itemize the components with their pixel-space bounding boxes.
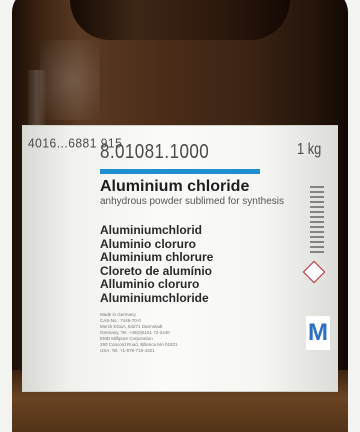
brand-logo: M — [306, 316, 330, 350]
manufacturer-fine-print: Made in Germany CAS-No.: 7446-70-0 Merck… — [100, 312, 178, 353]
package-quantity: 1 kg — [296, 141, 321, 158]
translation-item: Aluminio cloruro — [100, 236, 196, 251]
product-number: 8.01081.1000 — [100, 141, 210, 163]
hazard-text-lines — [310, 186, 324, 256]
translation-item: Alluminio cloruro — [100, 277, 200, 291]
translation-item: Aluminiumchlorid — [100, 223, 202, 237]
brand-logo-letter: M — [308, 319, 328, 346]
hazard-pictogram-icon — [302, 260, 326, 284]
translation-item: Cloreto de alumínio — [100, 263, 213, 278]
translation-item: Aluminium chlorure — [100, 250, 214, 264]
accent-bar — [100, 169, 260, 174]
product-label: 4016...6881 915 8.01081.1000 1 kg Alumin… — [22, 125, 338, 392]
barcode-number: 4016...6881 915 — [28, 135, 123, 151]
bottle-neck — [70, 0, 290, 40]
product-description: anhydrous powder sublimed for synthesis — [100, 196, 284, 207]
product-name: Aluminium chloride — [100, 178, 250, 195]
translation-item: Aluminiumchloride — [100, 290, 209, 305]
glass-highlight — [40, 40, 100, 120]
translations-list: Aluminiumchlorid Aluminio cloruro Alumin… — [100, 223, 214, 305]
